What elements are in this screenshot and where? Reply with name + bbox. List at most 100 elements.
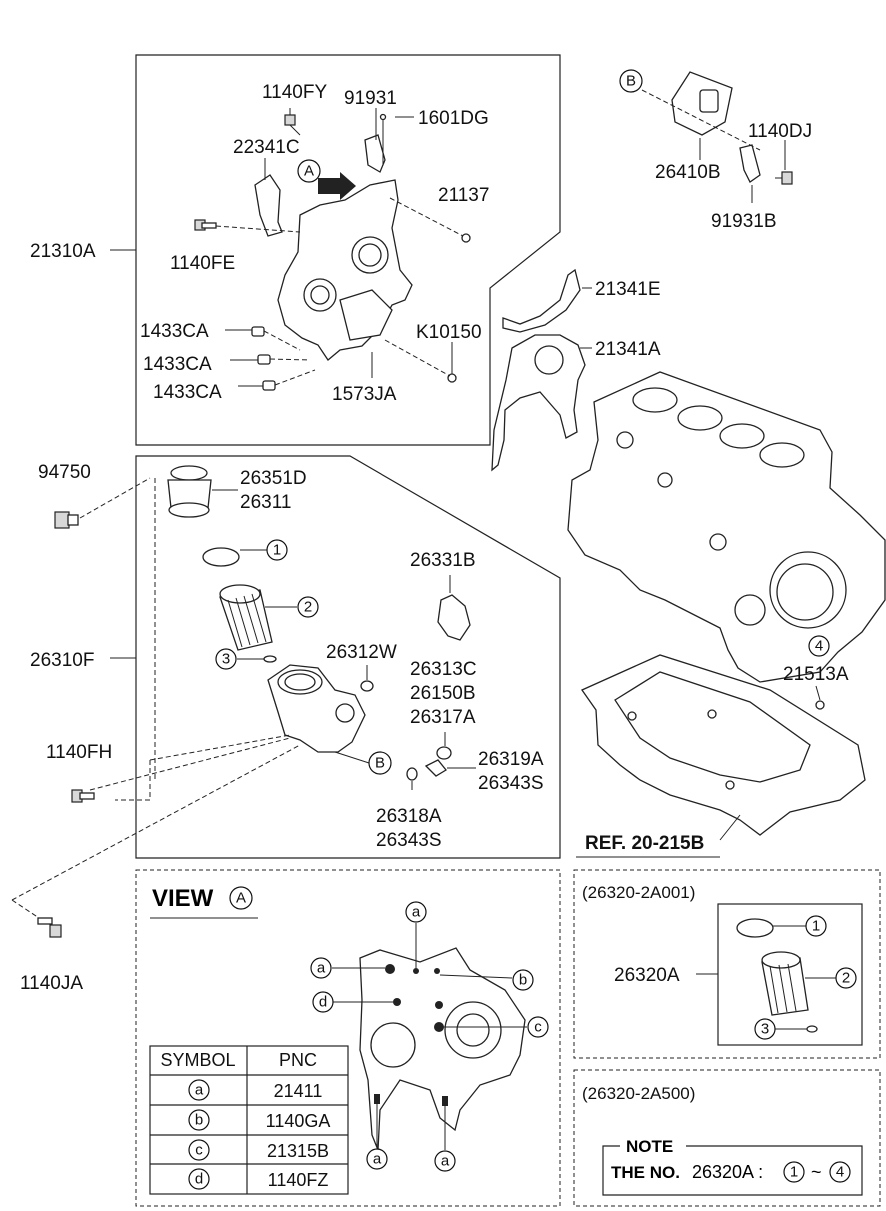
view-a-leaders — [332, 923, 527, 1150]
view-marker-circle — [229, 886, 253, 910]
table-row-3-symbol: c — [195, 1142, 203, 1159]
marker-4-circle — [808, 635, 830, 657]
label-26351d: 26351D — [240, 468, 307, 489]
table-row-4-symbol-circle — [188, 1168, 210, 1190]
view-a-marker-d-text: d — [319, 994, 327, 1011]
note-title: NOTE — [626, 1137, 673, 1156]
marker-3-circle — [215, 648, 237, 670]
bolt-1140ja[interactable] — [37, 917, 62, 938]
filter-cap[interactable] — [167, 465, 212, 518]
kit-marker-3 — [754, 1018, 776, 1040]
table-row-1-pnc: 21411 — [274, 1081, 323, 1101]
label-91931: 91931 — [344, 88, 397, 109]
label-21310a: 21310A — [30, 241, 96, 262]
bolt-1140fe-icon — [194, 219, 217, 231]
leader-b-housing — [641, 89, 761, 151]
gasket-21341e[interactable] — [502, 268, 581, 333]
bracket-91931b[interactable] — [739, 144, 761, 183]
label-1433ca-2: 1433CA — [143, 354, 212, 375]
label-26312w: 26312W — [326, 642, 397, 663]
bolt-1140dj-icon — [775, 171, 793, 185]
timing-cover-group-box — [135, 54, 561, 446]
label-1140fe: 1140FE — [170, 253, 235, 274]
label-ref: REF. 20-215B — [585, 833, 704, 854]
label-21513a: 21513A — [783, 664, 849, 685]
kit-marker-1 — [805, 915, 827, 937]
filter-element[interactable] — [219, 584, 273, 651]
view-a-marker-c-text: c — [534, 1019, 542, 1036]
symbol-table — [149, 1045, 349, 1195]
kit-marker-2-text: 2 — [842, 970, 850, 987]
view-a-marker-a3 — [366, 1148, 388, 1170]
seal-26319a[interactable] — [436, 746, 452, 760]
label-26319a: 26319A — [478, 749, 544, 770]
bolt-1140fh[interactable] — [71, 789, 95, 803]
gasket-21341a[interactable] — [491, 334, 586, 472]
note-from: 1 — [790, 1164, 798, 1181]
kit-filter-element — [761, 951, 809, 1016]
oil-filter-housing[interactable] — [267, 664, 366, 753]
marker-3-text: 3 — [222, 651, 230, 668]
view-arrow-icon — [318, 172, 356, 200]
o-ring-26312w[interactable] — [360, 680, 374, 692]
housing-26410b[interactable] — [671, 71, 733, 136]
label-1140ja: 1140JA — [20, 973, 83, 994]
view-a-marker-b-text: b — [519, 972, 527, 989]
oil-pan[interactable] — [581, 654, 866, 836]
view-a-marker-a3-text: a — [373, 1151, 382, 1168]
o-ring-1[interactable] — [202, 547, 240, 567]
marker-b-mid-circle — [368, 751, 392, 775]
label-22341c: 22341C — [233, 137, 300, 158]
view-a-marker-a1-text: a — [412, 904, 421, 921]
label-21341a: 21341A — [595, 339, 661, 360]
bracket-91931[interactable] — [364, 134, 386, 173]
bracket-22341c[interactable] — [254, 174, 283, 237]
label-21137: 21137 — [438, 185, 489, 206]
kit-o-ring-1 — [736, 918, 774, 938]
kit-marker-3-text: 3 — [761, 1021, 769, 1038]
marker-a-text: A — [304, 163, 314, 180]
view-a-marker-a1 — [405, 901, 427, 923]
gasket-26331b[interactable] — [437, 594, 471, 641]
view-a-box — [135, 869, 561, 1207]
label-1573ja: 1573JA — [332, 384, 397, 405]
table-row-4-symbol: d — [195, 1171, 203, 1188]
label-1433ca-1: 1433CA — [140, 321, 209, 342]
timing-cover[interactable] — [277, 179, 413, 361]
table-row-3-pnc: 21315B — [267, 1141, 329, 1161]
label-26317a: 26317A — [410, 707, 476, 728]
label-26311: 26311 — [240, 492, 291, 513]
note-to-circle — [829, 1161, 851, 1183]
view-a-marker-a4 — [434, 1150, 456, 1172]
view-a-marker-a2 — [310, 957, 332, 979]
seal-26343s-1[interactable] — [424, 759, 447, 777]
label-26343s-1: 26343S — [478, 773, 544, 794]
bolt-1140fy-icon — [284, 114, 301, 136]
kit-1-box — [573, 869, 881, 1059]
label-1433ca-3: 1433CA — [153, 382, 222, 403]
table-row-2-symbol: b — [195, 1112, 203, 1129]
o-ring-3[interactable] — [263, 655, 277, 663]
note-box — [602, 1145, 863, 1196]
switch-94750[interactable] — [54, 511, 79, 529]
marker-4-text: 4 — [815, 638, 823, 655]
engine-block[interactable] — [567, 371, 886, 683]
view-a-marker-a2-text: a — [317, 960, 326, 977]
view-title: VIEW — [152, 885, 214, 912]
note-part: 26320A : — [692, 1162, 763, 1182]
view-a-marker-a4-text: a — [441, 1153, 450, 1170]
view-a-marker-c — [527, 1016, 549, 1038]
label-k10150: K10150 — [416, 322, 482, 343]
table-row-1-symbol-circle — [188, 1079, 210, 1101]
view-a-marker-d — [312, 991, 334, 1013]
view-a-cover — [359, 947, 526, 1151]
marker-1-circle — [266, 539, 288, 561]
marker-2-text: 2 — [304, 599, 312, 616]
seal-26318a[interactable] — [406, 767, 418, 781]
kit-marker-2 — [835, 967, 857, 989]
label-1601dg: 1601DG — [418, 108, 489, 129]
label-26318a: 26318A — [376, 806, 442, 827]
label-94750: 94750 — [38, 462, 91, 483]
marker-1-text: 1 — [273, 542, 281, 559]
note-tilde: ~ — [811, 1162, 822, 1182]
